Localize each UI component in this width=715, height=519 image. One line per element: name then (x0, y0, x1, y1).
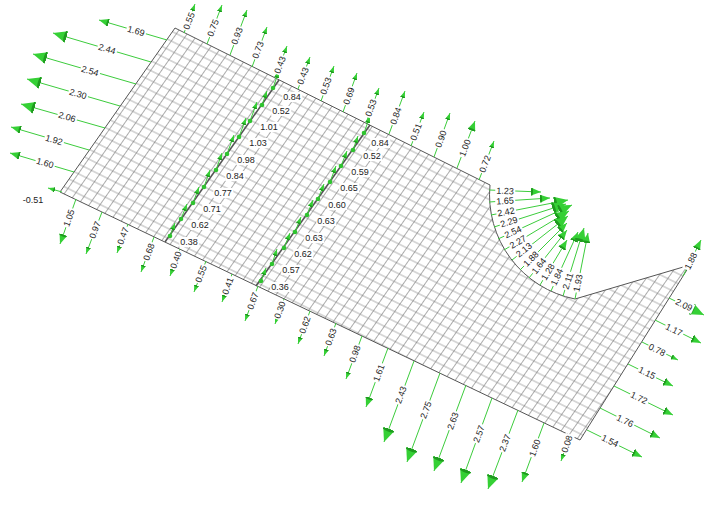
reaction-value: 0.40 (168, 249, 184, 271)
reaction-value: 0.62 (293, 249, 313, 259)
reaction-value: 0.59 (350, 167, 370, 177)
reaction-value: 0.30 (272, 299, 288, 321)
reaction-value: 1.76 (614, 412, 636, 430)
reaction-value: 0.75 (205, 17, 221, 39)
reaction-value: 0.84 (388, 105, 404, 127)
reaction-value: 0.84 (225, 171, 245, 181)
reaction-value: 1.72 (628, 389, 650, 407)
reaction-value: 0.65 (339, 183, 359, 193)
reaction-value: 2.75 (418, 399, 434, 421)
reaction-value: 0.52 (362, 151, 382, 161)
reaction-value: 1.88 (682, 250, 700, 272)
reaction-value: 1.93 (571, 273, 585, 294)
reaction-value: 0.62 (190, 220, 210, 230)
reaction-value: 0.57 (281, 265, 301, 275)
reaction-value: 0.47 (115, 225, 131, 247)
reaction-value: 0.43 (272, 54, 288, 76)
reaction-value: 0.90 (433, 128, 449, 150)
reaction-value: 0.52 (271, 106, 291, 116)
support-line (256, 125, 370, 286)
reaction-value: 0.55 (180, 10, 196, 32)
reaction-value: 0.08 (559, 433, 575, 455)
reaction-value: 1.00 (456, 137, 472, 159)
reaction-value: 2.37 (497, 432, 513, 454)
reaction-value: 0.63 (304, 233, 324, 243)
reaction-value: 0.51 (408, 121, 424, 143)
reaction-value: 2.63 (444, 410, 460, 432)
reaction-value: 0.41 (220, 275, 236, 297)
reaction-value: 0.53 (363, 97, 379, 119)
reaction-value: 0.84 (370, 138, 390, 148)
reaction-value: 0.36 (270, 282, 290, 292)
reaction-value: 2.06 (56, 110, 78, 125)
reaction-value: 2.30 (67, 86, 89, 101)
reaction-value: 0.38 (179, 237, 199, 247)
reaction-value: 1.05 (61, 207, 77, 229)
reaction-value: 1.23 (495, 185, 515, 196)
reaction-value: 2.44 (96, 41, 118, 56)
reaction-value: 0.43 (295, 65, 311, 87)
reaction-value: 1.01 (259, 122, 279, 132)
reaction-value: 1.03 (248, 138, 268, 148)
reaction-value: 1.92 (43, 132, 65, 147)
reaction-value: 0.72 (477, 153, 493, 175)
reaction-value: 1.54 (599, 433, 621, 451)
reaction-value: 0.78 (646, 341, 668, 359)
reaction-value: 0.63 (316, 216, 336, 226)
reaction-value: 1.61 (371, 362, 387, 384)
reaction-value: 0.69 (341, 85, 357, 107)
reaction-value: 0.93 (229, 25, 245, 47)
slab-mesh (60, 28, 690, 440)
support-dots (168, 86, 367, 284)
reaction-value: -0.51 (22, 195, 45, 205)
reaction-value: 0.67 (244, 290, 260, 312)
reaction-value: 1.60 (34, 156, 56, 171)
reaction-value: 2.57 (471, 423, 487, 445)
reaction-value: 0.84 (282, 92, 302, 102)
reaction-value: 2.09 (673, 296, 695, 314)
reaction-value: 1.15 (636, 364, 658, 382)
reaction-value: 0.63 (323, 326, 339, 348)
reaction-value: 1.17 (663, 321, 685, 339)
reaction-value: 1.69 (126, 23, 148, 38)
reaction-value: 0.77 (213, 188, 233, 198)
reaction-value: 0.97 (87, 219, 103, 241)
reaction-value: 0.98 (236, 155, 256, 165)
reaction-value: 0.68 (140, 241, 156, 263)
support-line (165, 80, 279, 242)
reaction-value: 0.60 (327, 200, 347, 210)
reaction-value: 0.98 (347, 343, 363, 365)
reaction-value: 0.62 (297, 314, 313, 336)
reaction-value: 0.53 (318, 75, 334, 97)
reaction-value: 0.55 (193, 263, 209, 285)
reaction-value: 0.71 (202, 204, 222, 214)
reaction-value: 2.54 (79, 63, 101, 78)
reaction-arrows (10, 4, 704, 489)
reaction-value: 2.43 (393, 384, 409, 406)
reaction-value: 0.73 (250, 39, 266, 61)
reaction-value: 1.60 (527, 437, 543, 459)
